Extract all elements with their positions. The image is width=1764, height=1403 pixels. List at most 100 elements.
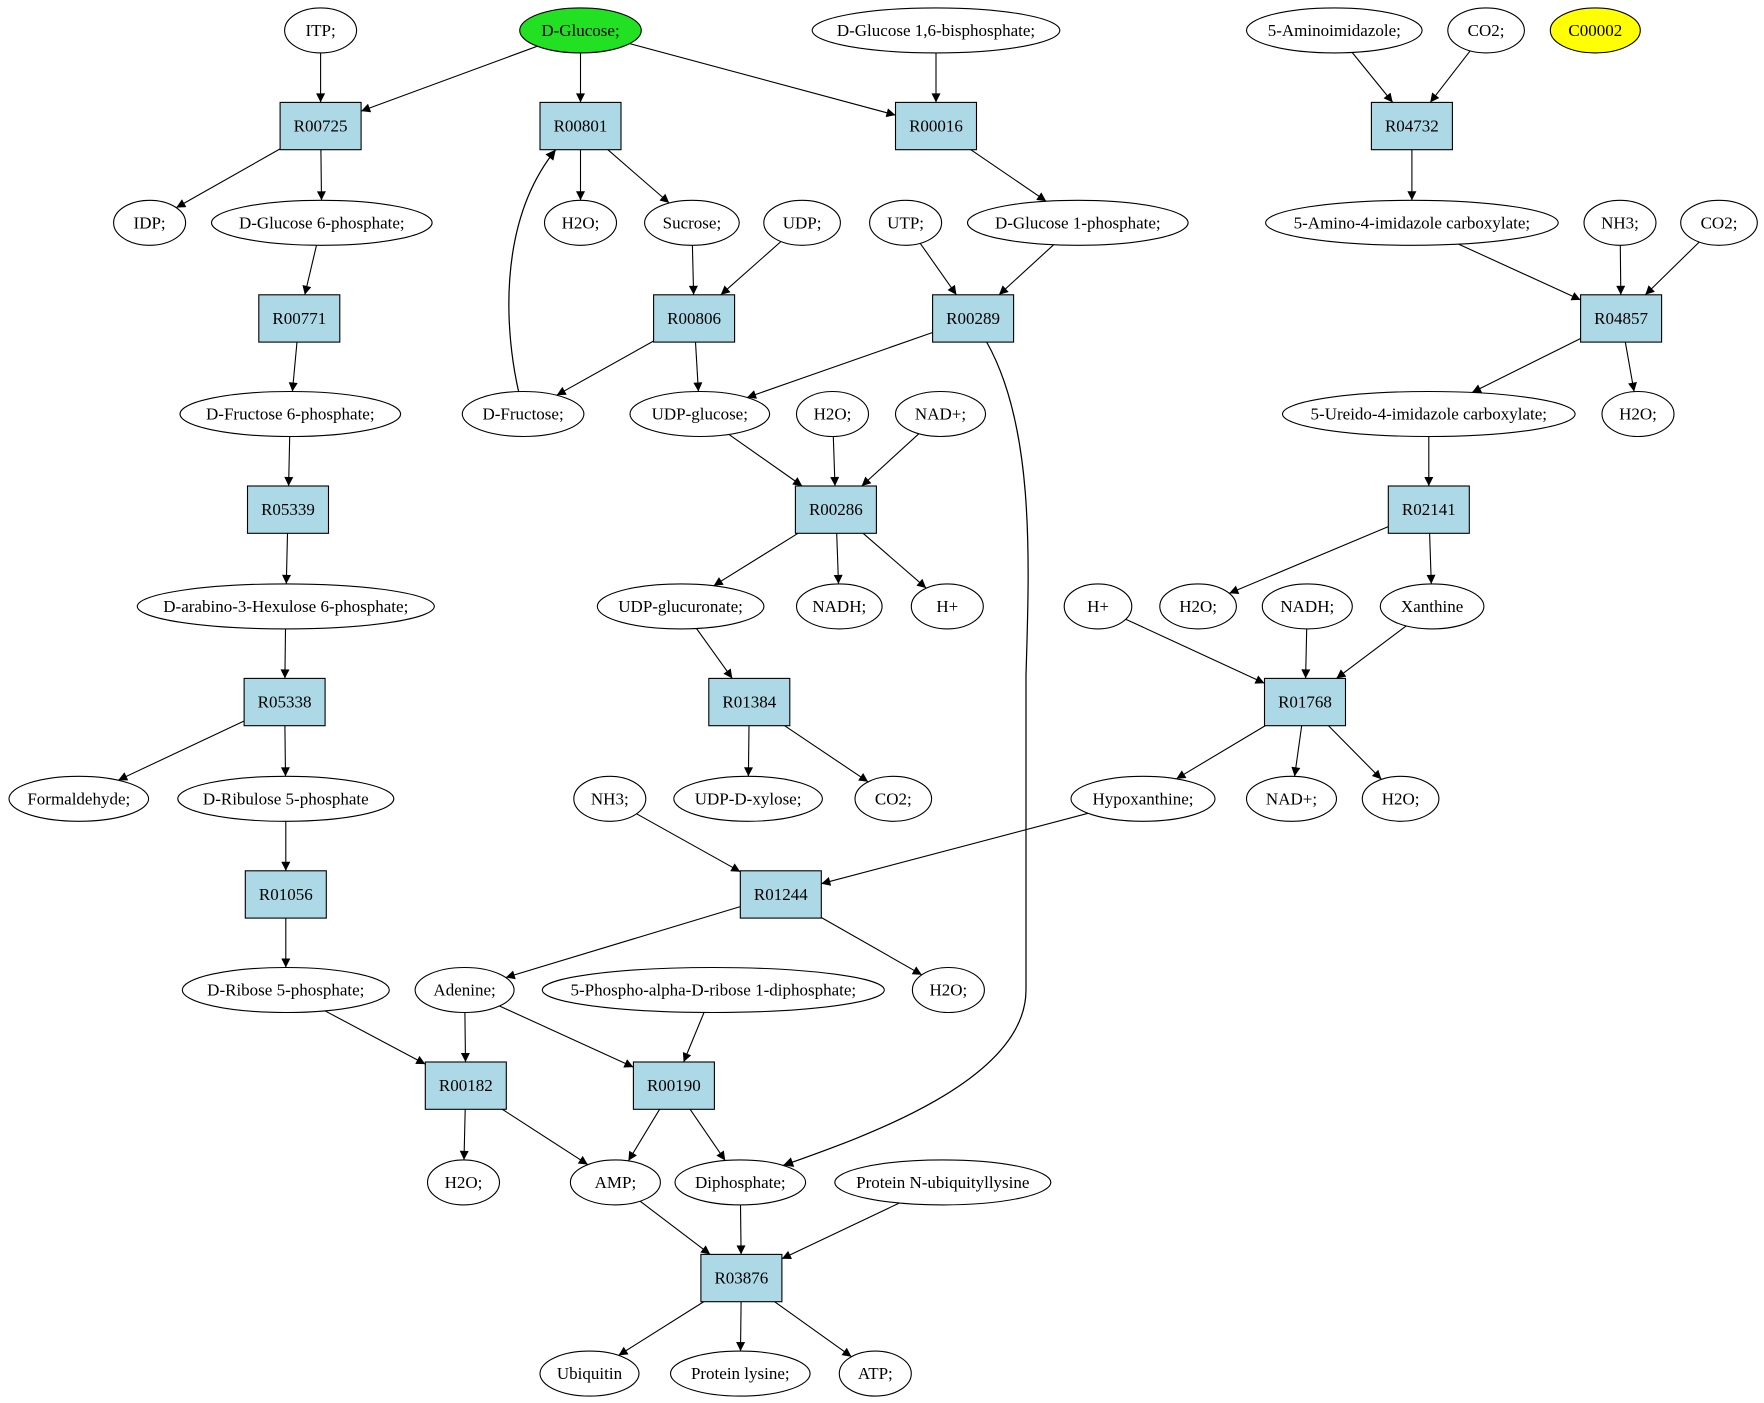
compound-ellipse [1379, 583, 1485, 630]
compound-node-c00002: C00002 [1549, 7, 1641, 54]
reaction-box [244, 870, 327, 919]
edge-r00182-to-h2og [459, 1109, 469, 1160]
edge-nh3a-to-r04857 [1616, 245, 1626, 295]
compound-ellipse [596, 583, 765, 630]
edge-r00806-to-dfru [556, 340, 654, 396]
node-label: Protein lysine; [691, 1364, 790, 1383]
node-label: D-Glucose 1,6-bisphosphate; [837, 21, 1035, 40]
compound-node-hypox: Hypoxanthine; [1070, 775, 1216, 822]
edge-protub-to-r03876 [781, 1202, 900, 1260]
node-label: R00190 [647, 1076, 701, 1095]
edge-aimid-to-r04732 [1351, 52, 1394, 103]
compound-node-aimid: 5-Aminoimidazole; [1245, 7, 1423, 54]
node-label: NAD+; [1266, 789, 1317, 808]
node-label: NADH; [812, 597, 866, 616]
node-label: H2O; [445, 1173, 483, 1192]
edge-r03876-to-atp [774, 1301, 852, 1358]
compound-node-uica: 5-Ureido-4-imidazole carboxylate; [1281, 390, 1576, 438]
node-label: Sucrose; [663, 213, 722, 232]
reaction-box [894, 101, 978, 151]
compound-ellipse [181, 966, 390, 1014]
reaction-node-r00725: R00725 [279, 101, 362, 151]
edge-r00286-to-nadh [833, 533, 843, 584]
compound-ellipse [179, 390, 402, 438]
compound-node-nadp: NAD+; [894, 390, 987, 438]
node-label: ITP; [305, 21, 335, 40]
edge-adenine-to-r00190 [499, 1005, 634, 1068]
edge-r00771-to-f6p [288, 341, 298, 392]
compound-ellipse [674, 1159, 807, 1206]
compound-ellipse [177, 775, 395, 822]
edge-co2a-to-r04732 [1429, 50, 1471, 103]
node-label: D-Glucose 1-phosphate; [995, 213, 1161, 232]
compound-node-xanthine: Xanthine [1379, 583, 1485, 630]
compound-ellipse [629, 390, 771, 438]
edge-r00725-to-g6p [316, 149, 326, 201]
compound-ellipse [1159, 583, 1237, 630]
node-label: D-Fructose 6-phosphate; [206, 405, 375, 424]
node-label: Adenine; [433, 981, 495, 1000]
compound-ellipse [1245, 775, 1338, 822]
reaction-box [708, 677, 791, 727]
node-label: R01384 [722, 693, 776, 712]
edge-dfru-to-r00801 [508, 149, 557, 392]
reaction-node-r04732: R04732 [1370, 101, 1453, 151]
reaction-box [279, 101, 362, 151]
compound-ellipse [1265, 199, 1559, 246]
compound-node-h2og: H2O; [426, 1159, 501, 1206]
compound-node-co2c: CO2; [854, 775, 933, 822]
compound-node-f6p: D-Fructose 6-phosphate; [179, 390, 402, 438]
reaction-box [539, 101, 622, 151]
edge-amp-to-r03876 [639, 1200, 711, 1255]
compound-node-udpglcA: UDP-glucuronate; [596, 583, 765, 630]
edge-ahu6p-to-r05338 [280, 628, 290, 679]
reaction-box [424, 1061, 507, 1110]
compound-ellipse [838, 1350, 912, 1397]
node-label: R00806 [667, 309, 721, 328]
edge-r00289-to-udpglc [746, 331, 933, 399]
edge-dglc-to-r00725 [360, 45, 538, 113]
reaction-box [932, 294, 1015, 343]
compound-ellipse [795, 390, 870, 438]
node-label: R04857 [1594, 309, 1648, 328]
edge-xanthine-to-r01768 [1336, 625, 1407, 679]
compound-node-idp: IDP; [113, 199, 187, 246]
compound-ellipse [1245, 7, 1423, 54]
reaction-box [794, 485, 877, 534]
edge-udpglc-to-r00286 [728, 433, 803, 487]
reaction-box [1387, 485, 1470, 534]
node-label: H+ [936, 597, 958, 616]
node-label: R00016 [909, 117, 963, 136]
node-label: H2O; [1179, 597, 1217, 616]
compound-node-h2oa: H2O; [543, 199, 618, 246]
compound-node-ru5p: D-Ribulose 5-phosphate [177, 775, 395, 822]
compound-node-udpxyl: UDP-D-xylose; [673, 775, 823, 822]
node-label: H2O; [930, 981, 968, 1000]
reaction-node-r00016: R00016 [894, 101, 978, 151]
edge-aica-to-r04857 [1458, 243, 1581, 301]
compound-ellipse [966, 199, 1189, 246]
node-label: R01244 [754, 885, 808, 904]
reaction-box [1263, 677, 1347, 727]
reaction-node-r01244: R01244 [739, 870, 822, 919]
compound-ellipse [136, 583, 435, 630]
reaction-node-r01384: R01384 [708, 677, 791, 727]
edge-g1p-to-r00289 [998, 244, 1055, 296]
node-label: CO2; [1701, 213, 1738, 232]
compound-ellipse [1549, 7, 1641, 54]
compound-node-g16bp: D-Glucose 1,6-bisphosphate; [811, 7, 1061, 54]
node-label: R00286 [809, 500, 863, 519]
node-label: Protein N-ubiquityllysine [856, 1173, 1029, 1192]
edge-dglc-to-r00016 [629, 43, 896, 118]
node-label: 5-Phospho-alpha-D-ribose 1-diphosphate; [570, 981, 856, 1000]
reaction-node-r00806: R00806 [653, 294, 736, 343]
node-label: Ubiquitin [557, 1364, 623, 1383]
compound-ellipse [1601, 390, 1675, 438]
node-label: Diphosphate; [695, 1173, 786, 1192]
node-label: UDP-glucuronate; [618, 597, 743, 616]
compound-node-nadh: NADH; [795, 583, 883, 630]
edge-f6p-to-r05339 [284, 436, 294, 487]
compound-node-utp: UTP; [869, 199, 943, 246]
node-label: 5-Amino-4-imidazole carboxylate; [1294, 213, 1531, 232]
